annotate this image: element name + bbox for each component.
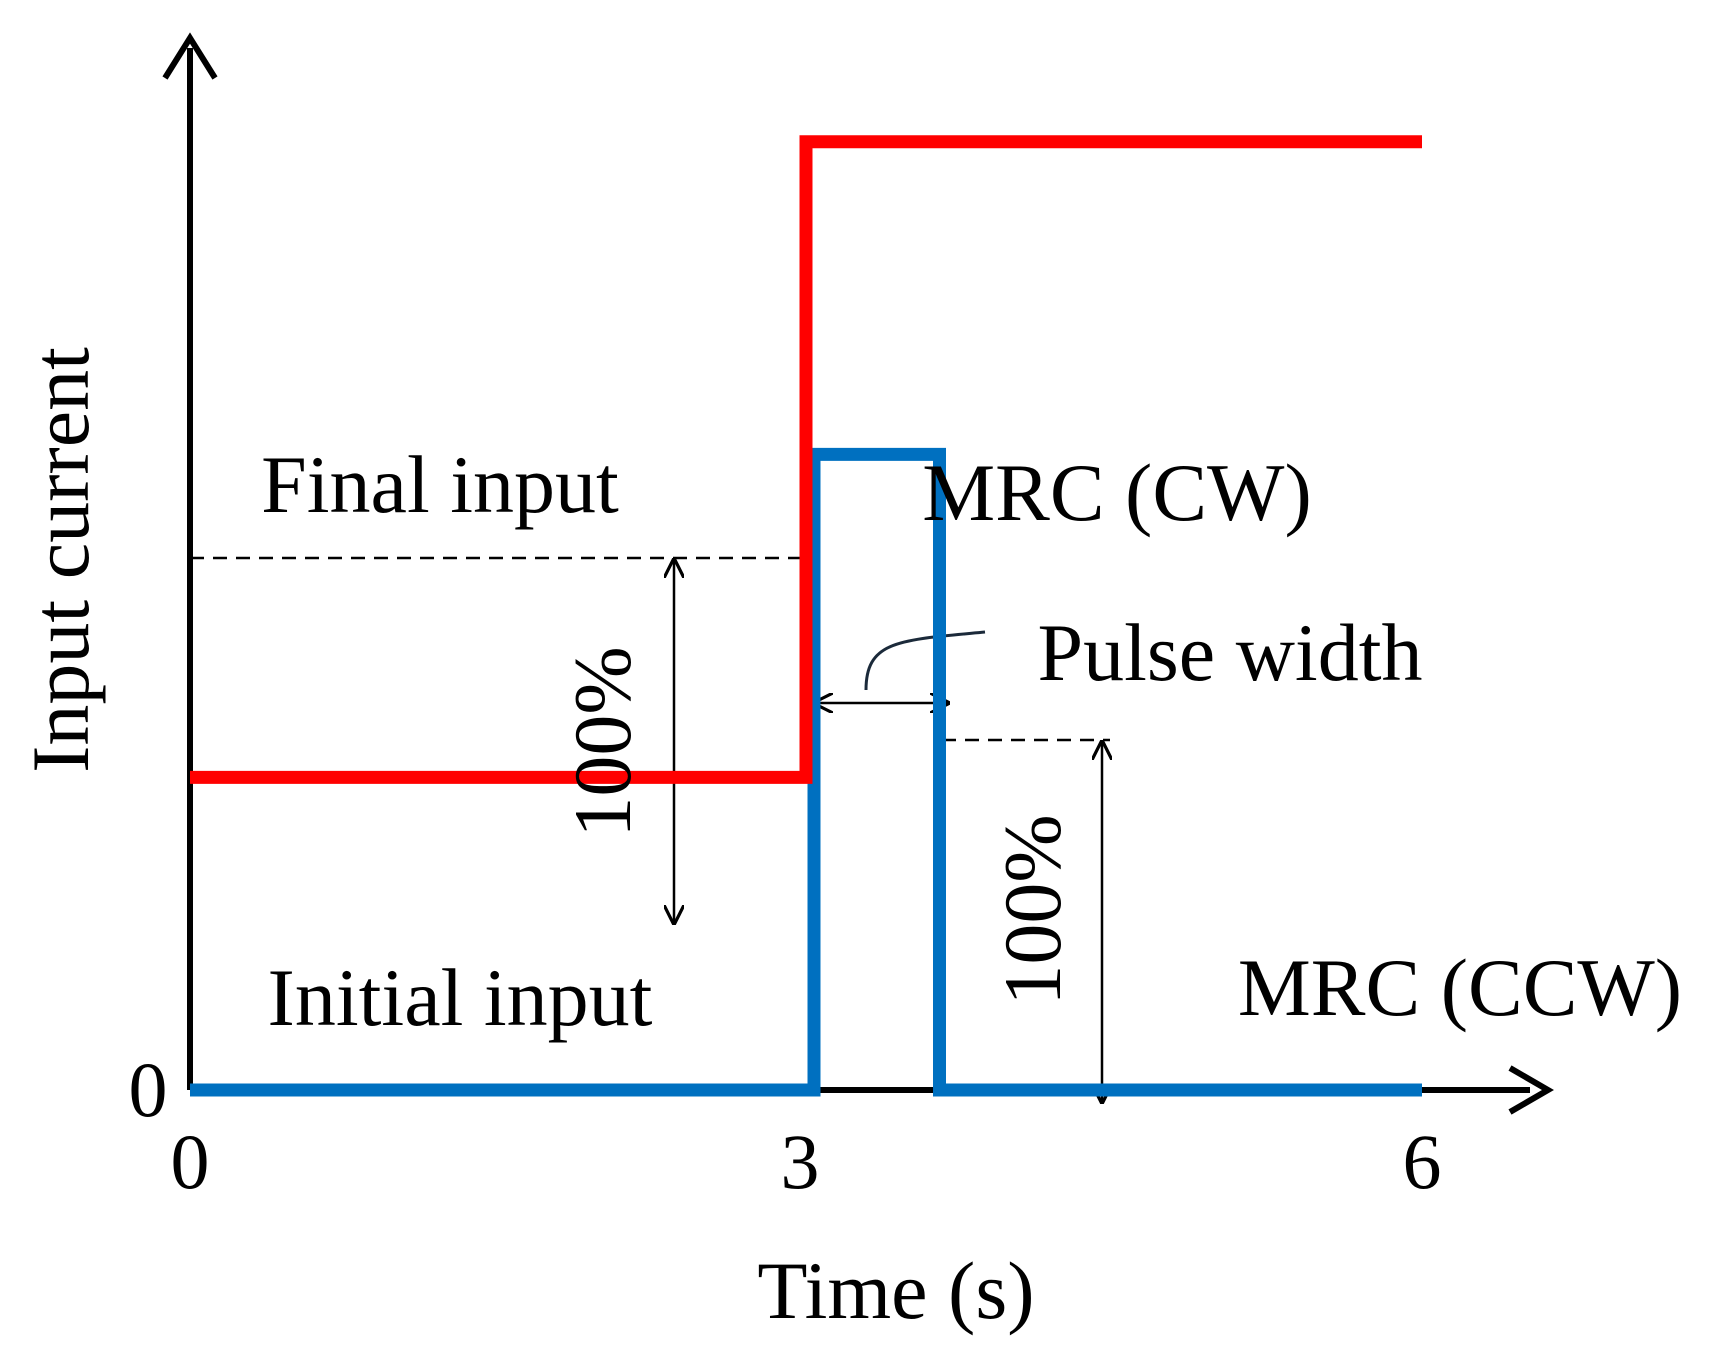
series-line-ccw bbox=[190, 447, 1422, 1097]
series-line-cw bbox=[190, 135, 1422, 784]
x-axis-title: Time (s) bbox=[757, 1245, 1034, 1336]
cw-amplitude-label: 100% bbox=[557, 646, 648, 837]
x-tick-label-0: 0 bbox=[171, 1118, 210, 1205]
pulse-width-label: Pulse width bbox=[1038, 607, 1423, 698]
y-tick-label-0: 0 bbox=[129, 1046, 168, 1133]
series-label-ccw: MRC (CCW) bbox=[1238, 942, 1682, 1033]
initial-input-label: Initial input bbox=[268, 952, 653, 1043]
x-tick-label-6: 6 bbox=[1403, 1118, 1442, 1205]
series-layer bbox=[190, 135, 1422, 1097]
ccw-amplitude-label: 100% bbox=[987, 814, 1078, 1005]
series-label-cw: MRC (CW) bbox=[922, 447, 1312, 538]
y-axis-arrowhead bbox=[162, 32, 218, 80]
x-tick-label-3: 3 bbox=[781, 1118, 820, 1205]
y-axis-title: Input current bbox=[15, 347, 106, 773]
pulse-width-leader bbox=[864, 630, 986, 691]
x-axis-arrowhead bbox=[1508, 1065, 1554, 1115]
final-input-label: Final input bbox=[261, 439, 619, 530]
